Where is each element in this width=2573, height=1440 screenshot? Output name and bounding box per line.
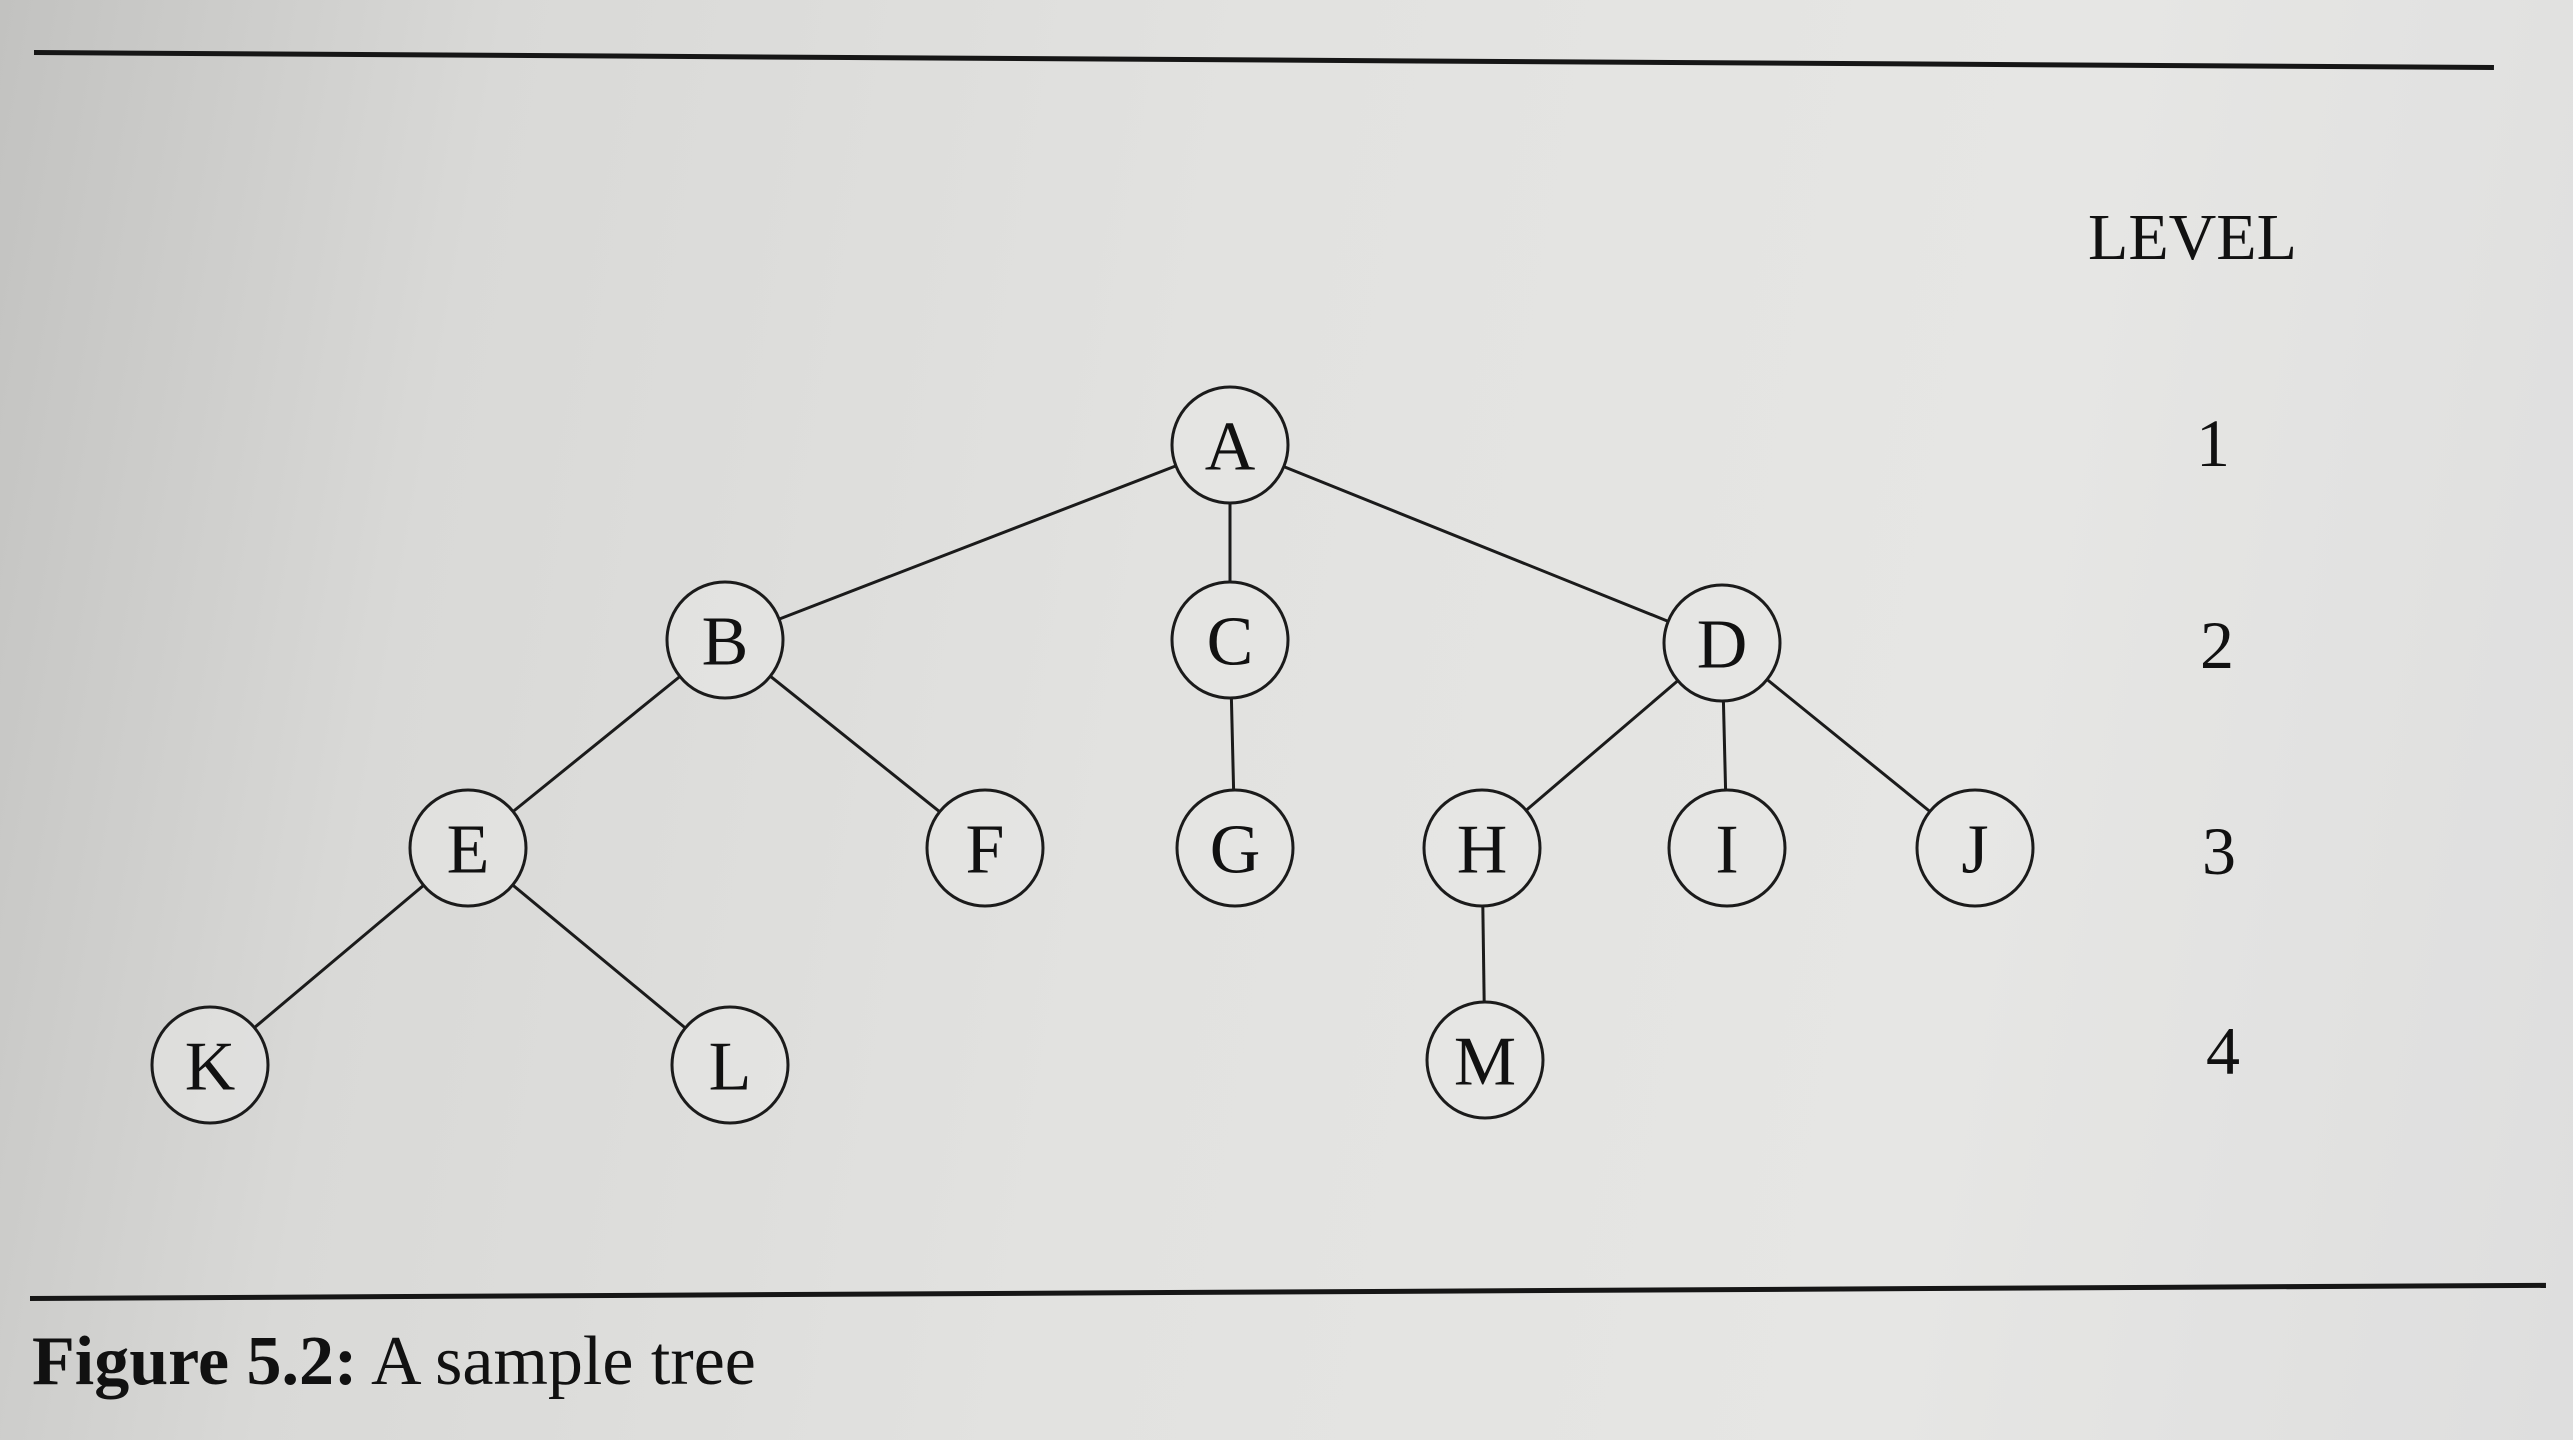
- level-number-1: 1: [2196, 405, 2230, 481]
- node-circle: [925, 788, 1045, 908]
- level-number-2: 2: [2200, 607, 2234, 683]
- tree-node-b: B: [665, 580, 785, 700]
- edge-a-d: [1283, 465, 1669, 623]
- node-label: E: [447, 812, 490, 889]
- edge-b-f: [769, 675, 941, 813]
- tree-nodes: A B C D E F G H I J K L M: [150, 385, 2035, 1125]
- node-circle: [1422, 788, 1542, 908]
- edge-d-j: [1766, 678, 1931, 813]
- tree-node-l: L: [670, 1005, 790, 1125]
- edge-c-g: [1229, 697, 1236, 791]
- caption-text: A sample tree: [370, 1323, 756, 1400]
- tree-edges: [253, 464, 1931, 1030]
- level-number-3: 3: [2202, 813, 2236, 889]
- tree-node-h: H: [1422, 788, 1542, 908]
- node-circle: [408, 788, 528, 908]
- node-label: D: [1697, 607, 1748, 684]
- level-number-4: 4: [2206, 1013, 2240, 1089]
- node-circle: [665, 580, 785, 700]
- node-label: B: [702, 604, 749, 681]
- edge-b-e: [512, 675, 681, 813]
- tree-node-i: I: [1667, 788, 1787, 908]
- node-circle: [1915, 788, 2035, 908]
- edge-a-b: [778, 464, 1177, 621]
- tree-node-e: E: [408, 788, 528, 908]
- node-circle: [1667, 788, 1787, 908]
- node-label: M: [1454, 1024, 1516, 1101]
- node-circle: [1175, 788, 1295, 908]
- node-label: K: [185, 1029, 236, 1106]
- figure-caption: Figure 5.2: A sample tree: [32, 1322, 756, 1402]
- edge-h-m: [1481, 905, 1486, 1003]
- node-label: J: [1961, 812, 1988, 889]
- tree-node-f: F: [925, 788, 1045, 908]
- edge-d-i: [1721, 700, 1728, 791]
- tree-node-k: K: [150, 1005, 270, 1125]
- node-label: A: [1205, 409, 1256, 486]
- tree-node-c: C: [1170, 580, 1290, 700]
- caption-label: Figure 5.2:: [32, 1323, 358, 1400]
- node-label: F: [966, 812, 1005, 889]
- level-header: LEVEL: [2088, 201, 2297, 274]
- edge-e-l: [511, 883, 687, 1030]
- tree-node-m: M: [1425, 1000, 1545, 1120]
- edge-d-h: [1525, 679, 1679, 812]
- node-circle: [1662, 583, 1782, 703]
- node-circle: [670, 1005, 790, 1125]
- tree-node-g: G: [1175, 788, 1295, 908]
- node-circle: [1170, 580, 1290, 700]
- edge-e-k: [253, 884, 425, 1029]
- node-label: G: [1210, 812, 1261, 889]
- tree-node-j: J: [1915, 788, 2035, 908]
- node-label: L: [709, 1029, 752, 1106]
- node-circle: [150, 1005, 270, 1125]
- node-circle: [1170, 385, 1290, 505]
- node-label: C: [1207, 604, 1254, 681]
- node-circle: [1425, 1000, 1545, 1120]
- node-label: H: [1457, 812, 1508, 889]
- tree-node-a: A: [1170, 385, 1290, 505]
- node-label: I: [1715, 812, 1738, 889]
- tree-node-d: D: [1662, 583, 1782, 703]
